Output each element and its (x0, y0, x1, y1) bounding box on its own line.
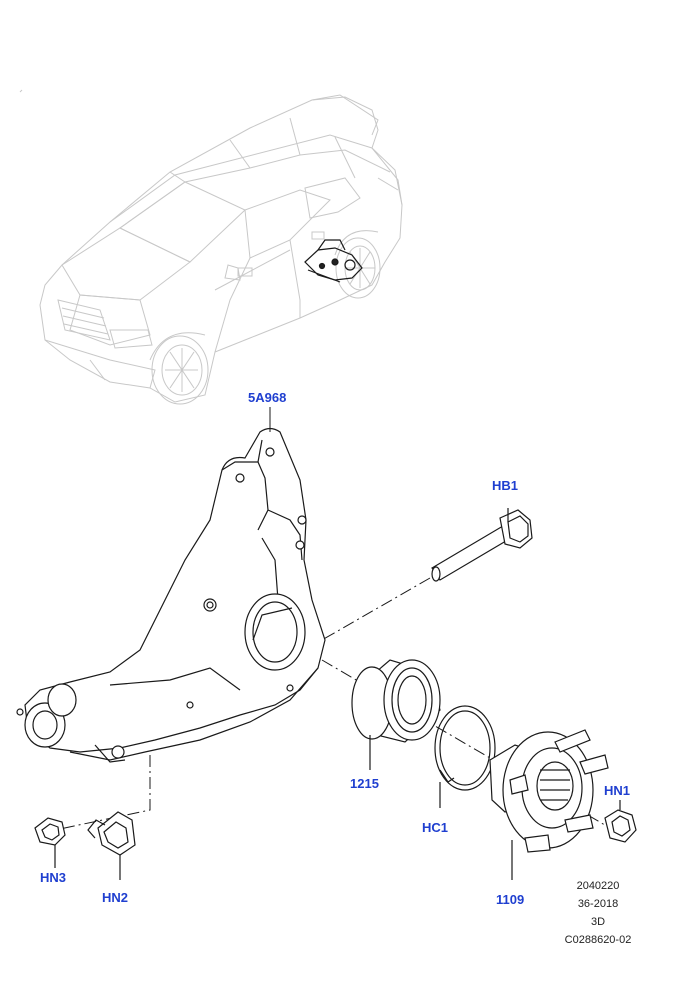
diagram-view: 3D (590, 916, 606, 928)
nut-bracket-HN2 (87, 811, 136, 880)
nut-HN3 (34, 817, 66, 868)
hub-nut-HN1 (604, 800, 637, 843)
suspension-location-highlight (304, 239, 363, 283)
diagram-reference: C0288620-02 (564, 934, 632, 946)
callout-1215[interactable]: 1215 (350, 776, 379, 791)
callout-5A968[interactable]: 5A968 (248, 390, 286, 405)
callout-HN2[interactable]: HN2 (102, 890, 128, 905)
bolt-axis-line (321, 577, 431, 641)
vehicle-outline (19, 89, 403, 405)
callout-HN3[interactable]: HN3 (40, 870, 66, 885)
diagram-date: 36-2018 (577, 898, 619, 910)
diagram-code: 2040220 (576, 880, 620, 892)
hub-flange-1109 (489, 729, 609, 880)
callout-HN1[interactable]: HN1 (604, 783, 630, 798)
callout-HC1[interactable]: HC1 (422, 820, 448, 835)
nut-axis-line-lower (54, 755, 151, 831)
knuckle-5A968 (16, 427, 326, 763)
callout-1109[interactable]: 1109 (496, 892, 524, 907)
callout-HB1[interactable]: HB1 (492, 478, 518, 493)
bolt-HB1 (431, 508, 533, 582)
circlip-HC1 (434, 705, 496, 808)
wheel-bearing-1215 (351, 659, 441, 770)
